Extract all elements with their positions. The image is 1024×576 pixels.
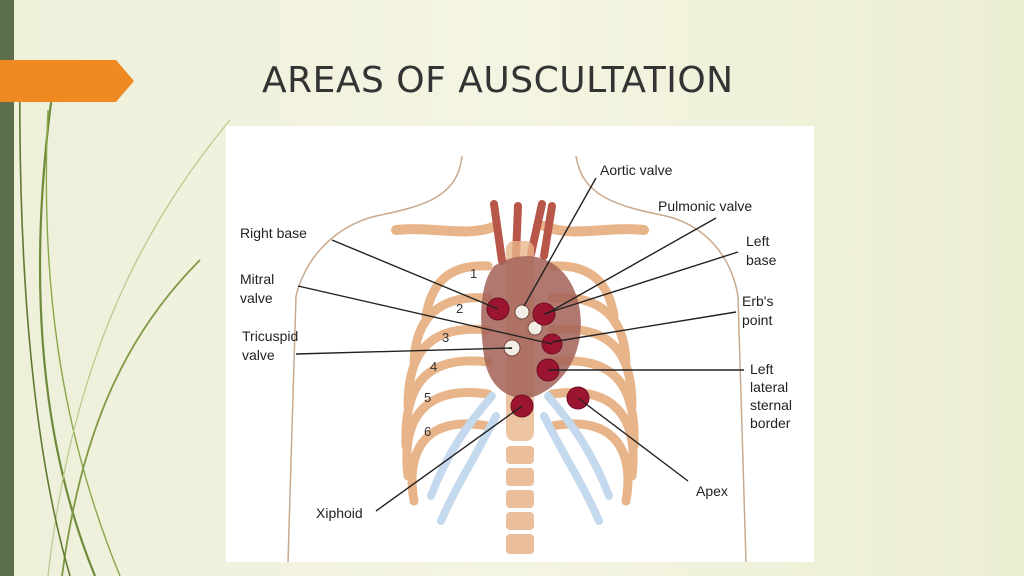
label-mitral-1: Mitral [240,271,274,287]
label-left-lateral-1: Left [750,361,773,377]
label-erbs-2: point [742,312,772,328]
label-mitral-2: valve [240,290,273,306]
rib-number-6: 6 [424,424,431,439]
body-outline-right [576,156,746,562]
rib-number-1: 1 [470,266,477,281]
rib-number-5: 5 [424,390,431,405]
label-xiphoid: Xiphoid [316,505,363,521]
label-apex: Apex [696,483,728,499]
label-tricuspid-1: Tricuspid [242,328,298,344]
auscultation-diagram: 1 2 3 4 5 6 Aortic valve Pulmonic valve … [226,126,814,562]
clavicle-right [544,226,644,231]
label-left-lateral-4: border [750,415,791,431]
label-erbs-1: Erb's [742,293,773,309]
label-pulmonic-valve: Pulmonic valve [658,198,752,214]
rib-number-2: 2 [456,301,463,316]
label-right-base: Right base [240,225,307,241]
rib-number-4: 4 [430,359,437,374]
slide-title: AREAS OF AUSCULTATION [262,60,734,101]
label-tricuspid-2: valve [242,347,275,363]
label-left-lateral-2: lateral [750,379,788,395]
rib-number-3: 3 [442,330,449,345]
clavicle-left [396,226,496,231]
accent-arrow-tab [0,60,134,102]
label-aortic-valve: Aortic valve [600,162,673,178]
label-left-base-2: base [746,252,777,268]
spine [506,446,534,554]
label-left-lateral-3: sternal [750,397,792,413]
label-left-base-1: Left [746,233,769,249]
